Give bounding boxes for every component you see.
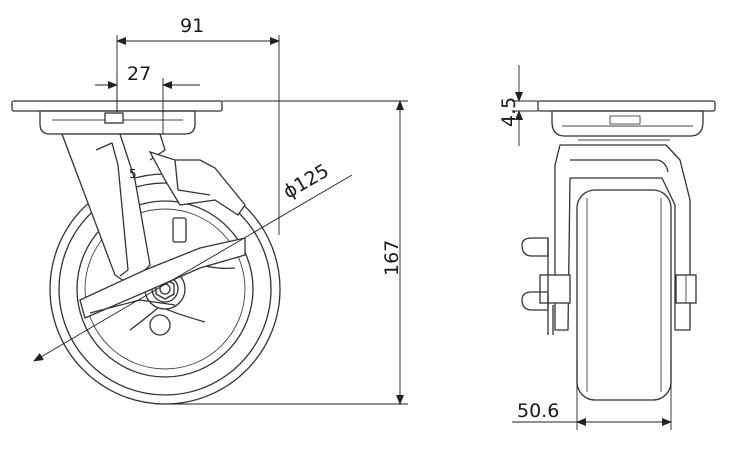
- caster-end-view: [521, 100, 716, 401]
- wheel-rim: [76, 200, 254, 378]
- end-swivel-head: [551, 110, 704, 137]
- end-top-plate: [537, 100, 716, 112]
- swivel-head: [39, 110, 196, 135]
- dimension-wheel-width: 50.6: [512, 360, 672, 430]
- brake-lever: [148, 150, 246, 216]
- end-axle-left: [539, 274, 571, 304]
- dimension-plate-thickness: 4.5: [498, 65, 538, 146]
- dimension-offset: 27: [95, 63, 200, 134]
- end-wheel: [576, 189, 672, 401]
- end-brake-pedal-upper: [521, 237, 549, 257]
- dimension-125-label: ϕ125: [280, 160, 333, 203]
- dimension-27-label: 27: [127, 63, 151, 85]
- end-fork: [554, 144, 691, 331]
- dimension-50-6-label: 50.6: [517, 400, 559, 422]
- dimension-height: 167: [165, 100, 408, 405]
- dimension-4-5-label: 4.5: [498, 97, 520, 127]
- brake-marker-label: 5: [129, 167, 137, 181]
- caster-side-view: 5: [11, 100, 281, 405]
- brake-pedal-slot: [172, 217, 187, 243]
- fork-arm: [61, 133, 151, 286]
- dimension-167-label: 167: [381, 240, 403, 276]
- dimension-91-label: 91: [180, 15, 204, 37]
- king-pin-nut: [104, 112, 124, 124]
